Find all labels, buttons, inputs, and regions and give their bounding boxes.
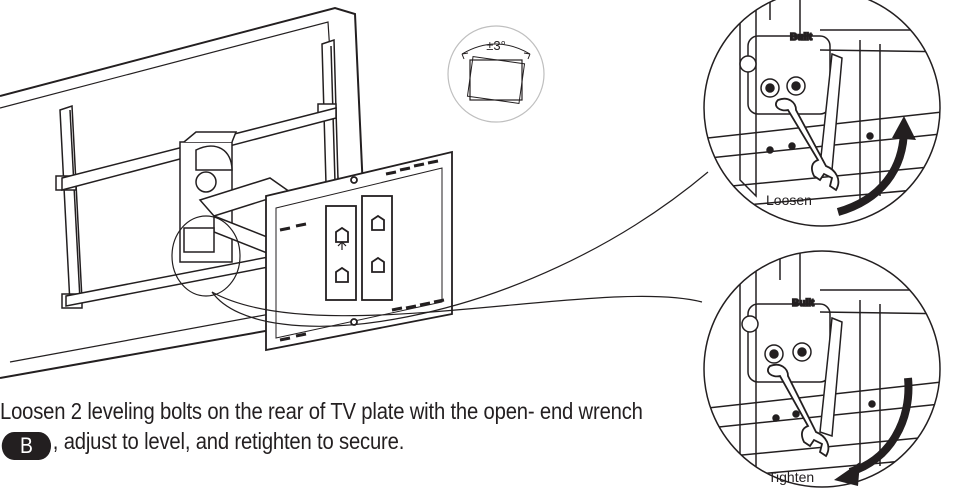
detail-callout — [171, 171, 709, 327]
wrench-icon — [767, 363, 830, 458]
wrench-icon — [775, 97, 840, 192]
loosen-detail: Built Loosen — [703, 0, 941, 227]
svg-text:Built: Built — [792, 298, 815, 309]
wall-mount-bracket — [265, 150, 453, 352]
tv-rail-left — [55, 104, 83, 309]
level-indicator-icon: ±3° — [447, 25, 545, 123]
arrow-tighten-icon — [848, 377, 913, 476]
instruction-part1: Loosen 2 leveling bolts on the rear of T… — [0, 398, 643, 424]
tighten-detail: Built Tighten — [703, 250, 941, 488]
tighten-label: Tighten — [768, 469, 814, 485]
arrow-loosen-icon — [836, 127, 908, 216]
svg-text:Built: Built — [790, 32, 813, 43]
part-b-badge: B — [1, 432, 52, 460]
instruction-part2: , adjust to level, and retighten to secu… — [52, 428, 405, 454]
loosen-label: Loosen — [766, 192, 812, 208]
instruction-text: Loosen 2 leveling bolts on the rear of T… — [0, 396, 678, 460]
angle-label: ±3° — [486, 38, 506, 53]
articulating-arm — [179, 131, 301, 268]
